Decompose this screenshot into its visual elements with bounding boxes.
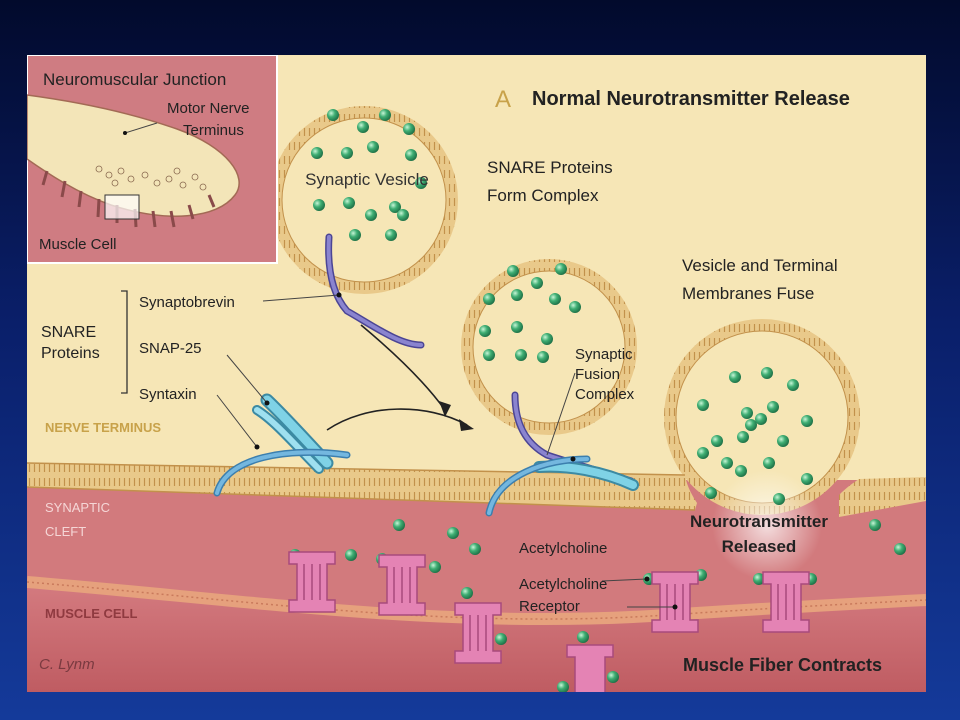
label-acetylcholine: Acetylcholine [519,540,607,557]
inset-nerve-label-1: Motor Nerve [167,100,250,117]
inset-nerve-label-2: Terminus [183,122,244,139]
acetylcholine-receptors [288,551,810,692]
step-1-line-1: SNARE Proteins [487,158,613,177]
label-snap25: SNAP-25 [139,340,202,357]
label-receptor-2: Receptor [519,598,580,615]
process-arrows [326,324,468,431]
presynaptic-membrane [27,463,697,510]
label-snare-1: SNARE [41,324,96,341]
label-syntaxin: Syntaxin [139,386,197,403]
inset-muscle-label: Muscle Cell [39,236,117,253]
label-receptor-1: Acetylcholine [519,576,607,593]
inset-neuromuscular-junction: Neuromuscular Junction Motor Nerve Termi… [27,55,278,264]
diagram-title: Normal Neurotransmitter Release [532,88,850,110]
step-2-line-2: Membranes Fuse [682,284,814,303]
label-snare-2: Proteins [41,345,100,362]
neurotransmitter-release-diagram: Neuromuscular Junction Motor Nerve Termi… [27,55,926,692]
step-3-line-1: Neurotransmitter [690,512,828,531]
step-2-line-1: Vesicle and Terminal [682,256,838,275]
muscle-membrane-inner [27,581,926,620]
neurotransmitter-molecules [289,109,906,692]
label-synaptic-vesicle: Synaptic Vesicle [305,170,429,189]
step-1-line-2: Form Complex [487,186,599,205]
region-nerve-terminus: NERVE TERMINUS [45,420,161,435]
snare-proteins-free [213,233,425,497]
leader-lines [216,294,675,608]
synaptic-vesicle-2 [461,259,637,435]
inset-title: Neuromuscular Junction [43,70,226,89]
panel-letter: A [495,86,511,113]
label-synaptobrevin: Synaptobrevin [139,294,235,311]
region-cleft-2: CLEFT [45,524,86,539]
region-cleft-1: SYNAPTIC [45,500,110,515]
label-fusion-2: Fusion [575,366,620,383]
step-4: Muscle Fiber Contracts [683,655,882,675]
region-muscle-cell: MUSCLE CELL [45,606,138,621]
inset-zoom-box [104,194,140,220]
label-fusion-1: Synaptic [575,346,633,363]
step-3-line-2: Released [722,537,797,556]
artist-signature: C. Lynm [39,656,95,673]
synaptic-vesicle-1 [270,106,458,294]
presynaptic-membrane-right [839,477,926,517]
label-fusion-3: Complex [575,386,635,403]
